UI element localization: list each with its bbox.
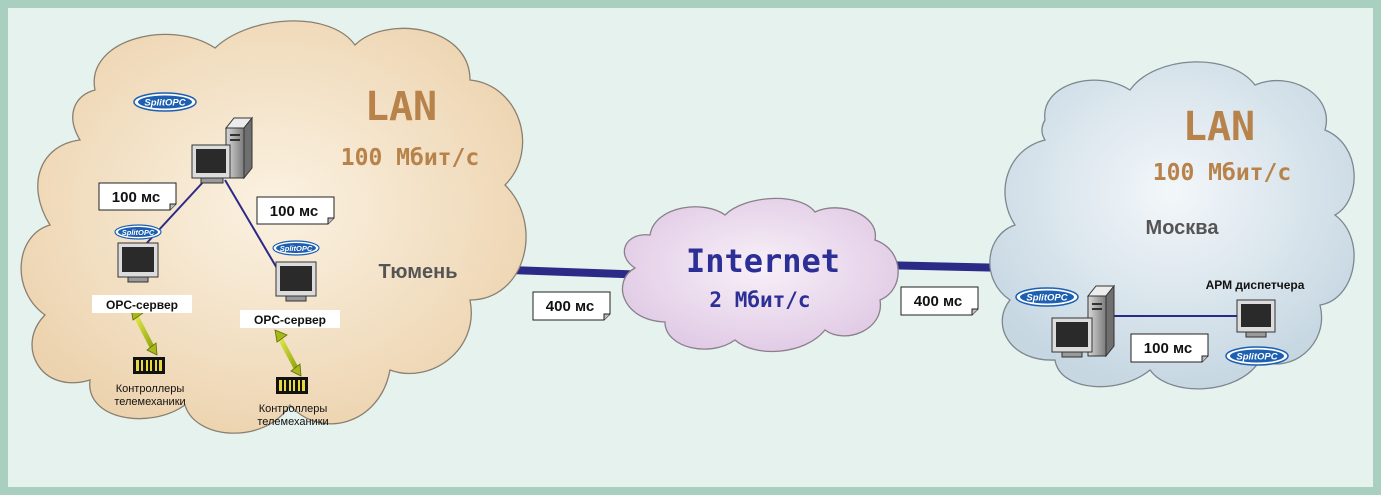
- latency-tag-tyumen-left: 100 мс: [98, 182, 177, 211]
- latency-tag-internet-left: 400 мс: [532, 291, 611, 321]
- latency-value: 100 мс: [270, 203, 318, 220]
- link-internet-moscow: [879, 261, 1011, 272]
- link-server-opc-right: [224, 179, 279, 271]
- moscow-arm-monitor: [1236, 299, 1276, 338]
- splitopc-label: SplitOPC: [1236, 352, 1277, 363]
- splitopc-label: SplitOPC: [280, 244, 313, 253]
- tyumen-lan-cloud: [20, 20, 527, 434]
- moscow-city-label: Москва: [1146, 217, 1220, 239]
- latency-value: 100 мс: [112, 189, 160, 206]
- tyumen-opc-server-label-left: OPC-сервер: [106, 298, 178, 312]
- tyumen-controllers-right-line2: телемеханики: [257, 416, 328, 428]
- controller-block-left: [133, 357, 165, 374]
- splitopc-badge-tyumen-left: SplitOPC: [114, 224, 162, 240]
- latency-tag-moscow: 100 мс: [1130, 333, 1209, 363]
- latency-tag-tyumen-right: 100 мс: [256, 196, 335, 225]
- tyumen-server: [191, 116, 254, 184]
- internet-title: Internet: [686, 242, 840, 280]
- internet-speed: 2 Мбит/с: [709, 288, 810, 312]
- splitopc-label: SplitOPC: [1026, 293, 1067, 304]
- tyumen-opc-monitor-left: [117, 242, 159, 283]
- tyumen-controllers-left-line1: Контроллеры: [116, 383, 185, 395]
- moscow-server: [1051, 284, 1116, 358]
- splitopc-badge-moscow-server: SplitOPC: [1015, 287, 1079, 307]
- controller-block-right: [276, 377, 308, 394]
- opc-label-box-right: [240, 310, 340, 328]
- tyumen-city-label: Тюмень: [378, 261, 457, 283]
- moscow-workstation-label: АРМ диспетчера: [1206, 278, 1305, 292]
- latency-value: 400 мс: [546, 298, 594, 315]
- latency-tag-internet-right: 400 мс: [900, 286, 979, 316]
- arrow-opc-controller-right: [274, 329, 302, 377]
- splitopc-badge-moscow-arm: SplitOPC: [1225, 346, 1289, 366]
- tyumen-controllers-right-line1: Контроллеры: [259, 403, 328, 415]
- tyumen-opc-server-label-right: OPC-сервер: [254, 313, 326, 327]
- moscow-lan-speed: 100 Мбит/с: [1153, 160, 1291, 186]
- moscow-lan-title: LAN: [1183, 104, 1255, 150]
- splitopc-badge-tyumen-server: SplitOPC: [133, 92, 197, 112]
- tyumen-opc-monitor-right: [275, 261, 317, 302]
- splitopc-label: SplitOPC: [122, 228, 155, 237]
- internet-cloud: [621, 197, 899, 353]
- tyumen-lan-title: LAN: [365, 84, 437, 130]
- latency-value: 100 мс: [1144, 340, 1192, 357]
- latency-value: 400 мс: [914, 293, 962, 310]
- tyumen-lan-speed: 100 Мбит/с: [341, 145, 479, 171]
- tyumen-controllers-left-line2: телемеханики: [114, 396, 185, 408]
- splitopc-badge-tyumen-right: SplitOPC: [272, 240, 320, 256]
- opc-label-box-left: [92, 295, 192, 313]
- splitopc-label: SplitOPC: [144, 98, 185, 109]
